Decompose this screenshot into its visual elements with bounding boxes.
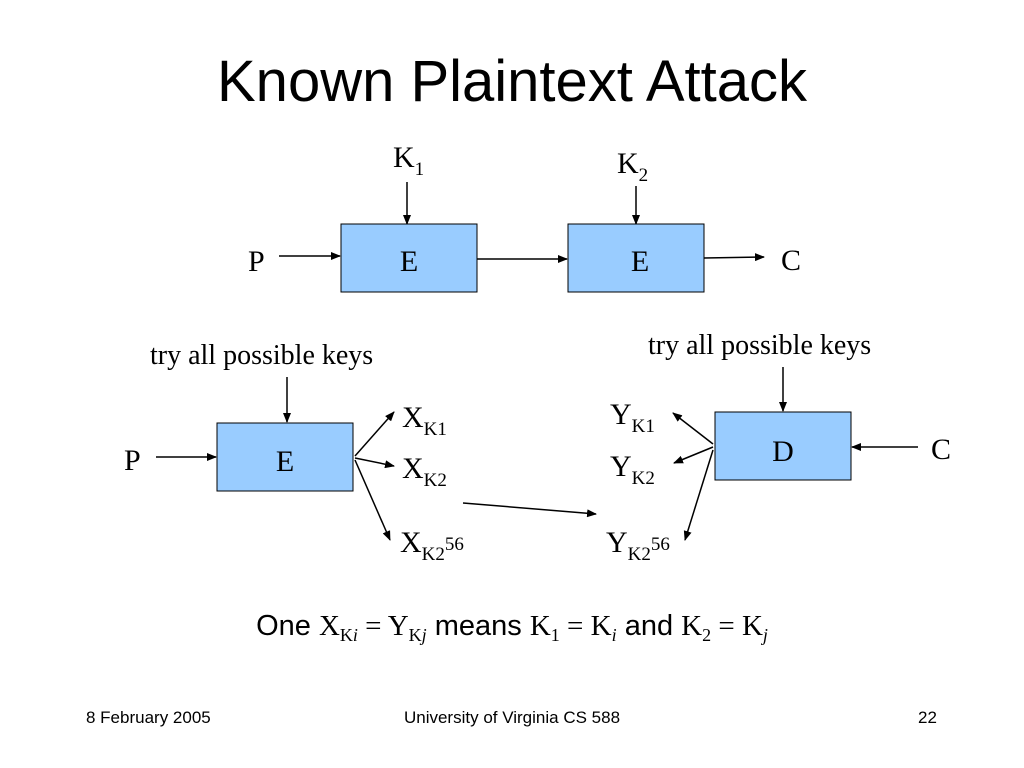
top-encrypt-label-2: E — [631, 245, 649, 278]
footer-course: University of Virginia CS 588 — [403, 708, 621, 727]
meet-in-middle-arrow — [462, 502, 597, 518]
conclusion-formula: One XKi = YKj means K1 = Ki and K2 = Kj — [0, 610, 1024, 645]
bottom-encrypt-label: E — [276, 445, 294, 478]
footer-page-number: 22 — [918, 708, 937, 727]
formula-x: XKi = YKj — [318, 610, 427, 645]
key2-label: K2 — [617, 147, 648, 186]
top-c-arrow — [703, 253, 765, 262]
y-output-2: YK2 — [610, 450, 655, 489]
x2-arrow — [354, 457, 395, 469]
top-encrypt-box-1 — [340, 223, 478, 293]
key1-label: K1 — [393, 141, 424, 180]
formula-and: and — [624, 610, 674, 642]
formula-means: means — [434, 610, 522, 642]
top-plaintext-label: P — [248, 245, 265, 278]
top-ciphertext-label: C — [781, 244, 801, 277]
bottom-ciphertext-label: C — [931, 433, 951, 466]
formula-k1-ki: K1 = Ki — [529, 610, 617, 645]
footer-date: 8 February 2005 — [86, 708, 211, 727]
bottom-decrypt-box — [714, 411, 852, 481]
bottom-decrypt-label: D — [772, 435, 794, 468]
x1-arrow — [354, 411, 395, 457]
x-output-2: XK2 — [402, 452, 447, 491]
formula-k2-kj: K2 = Kj — [681, 610, 768, 645]
top-encrypt-label-1: E — [400, 245, 418, 278]
right-try-label: try all possible keys — [648, 330, 871, 361]
left-try-label: try all possible keys — [150, 340, 373, 371]
bottom-plaintext-label: P — [124, 444, 141, 477]
slide-title: Known Plaintext Attack — [217, 49, 807, 114]
top-encrypt-box-2 — [567, 223, 705, 293]
y256-arrow — [683, 449, 714, 541]
x-output-3: XK256 — [400, 526, 464, 565]
y2-arrow — [673, 446, 714, 464]
y-output-1: YK1 — [610, 398, 655, 437]
formula-one: One — [256, 610, 311, 642]
y-output-3: YK256 — [606, 526, 670, 565]
x256-arrow — [354, 459, 391, 541]
y1-arrow — [672, 412, 714, 445]
bottom-encrypt-box — [216, 422, 354, 492]
x-output-1: XK1 — [402, 401, 447, 440]
